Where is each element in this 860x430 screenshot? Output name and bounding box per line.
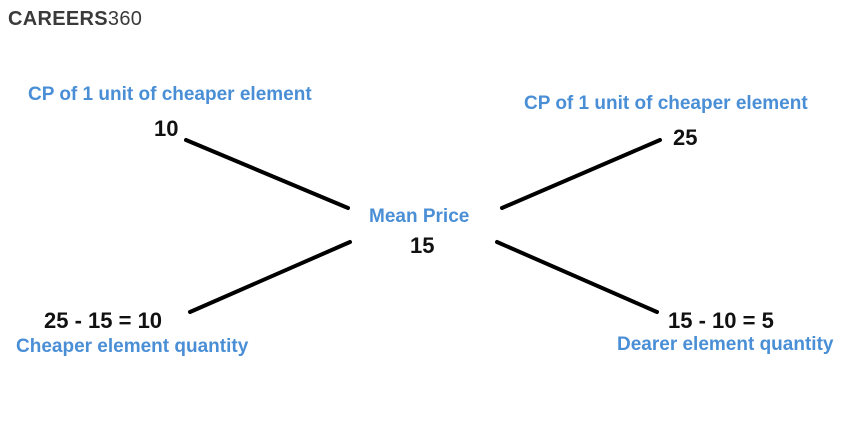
careers360-logo: CAREERS 360 [8, 8, 142, 32]
bottom-left-equation: 25 - 15 = 10 [44, 308, 163, 333]
line-top-left [184, 138, 350, 210]
line-bottom-right [495, 240, 659, 314]
bottom-right-equation: 15 - 10 = 5 [668, 308, 774, 333]
logo-number: 360 [107, 8, 143, 30]
top-left-value: 10 [154, 116, 179, 141]
center-value: 15 [410, 233, 435, 258]
top-left-title: CP of 1 unit of cheaper element [28, 84, 312, 105]
bottom-right-title: Dearer element quantity [617, 334, 834, 355]
line-bottom-left [188, 240, 352, 314]
bottom-left-title: Cheaper element quantity [16, 336, 249, 357]
line-top-right [500, 138, 662, 210]
top-right-title: CP of 1 unit of cheaper element [524, 93, 808, 114]
center-title: Mean Price [369, 206, 470, 227]
top-right-value: 25 [673, 125, 698, 150]
logo-text: CAREERS [8, 8, 108, 30]
